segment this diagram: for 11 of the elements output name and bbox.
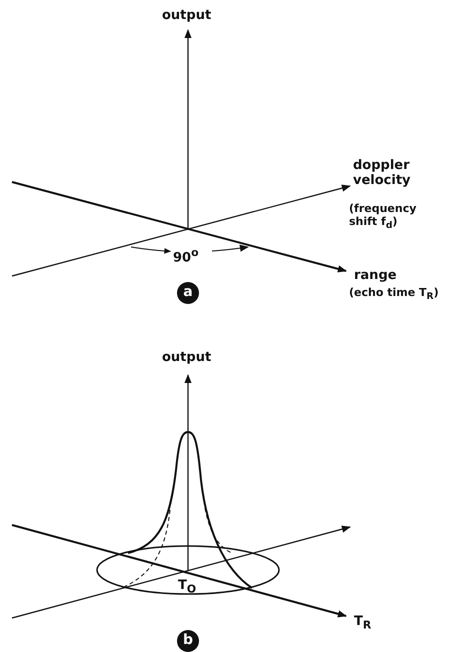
axis-caption: (echo time T$_{R}$)	[349, 286, 439, 304]
axis-label: T$_{R}$	[354, 614, 372, 633]
axis-caption: (frequency shift f$_{d}$)	[349, 202, 418, 232]
angle-label: 90$^{o}$	[173, 245, 199, 266]
panel-badge: b	[177, 630, 199, 652]
axis-label: output	[162, 350, 212, 365]
axis-label: range	[354, 268, 397, 283]
axis-label: output	[162, 8, 212, 23]
panel-badge: a	[177, 282, 199, 304]
peak-label: T$_{O}$	[178, 578, 196, 597]
axis-label: doppler velocity	[353, 158, 412, 188]
